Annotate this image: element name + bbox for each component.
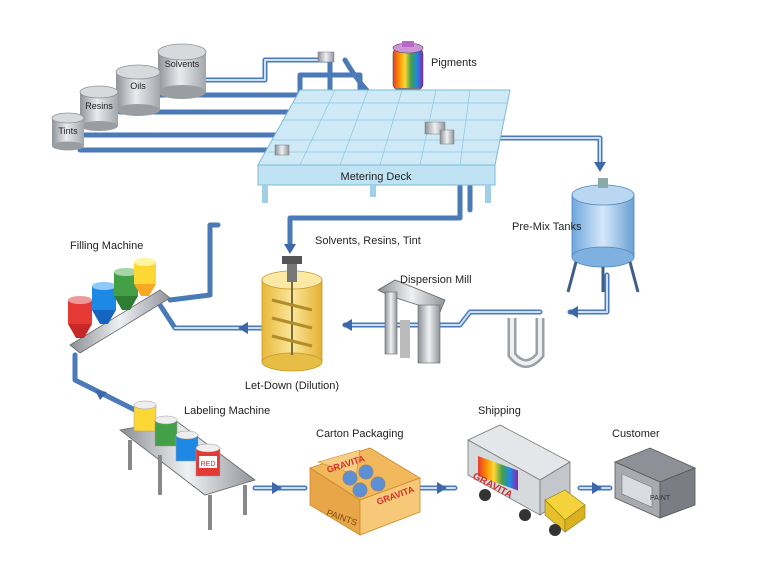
- shipping-label: Shipping: [478, 405, 521, 417]
- can-red: RED: [195, 443, 221, 477]
- arrow-to-shipping: [437, 482, 447, 494]
- can-yellow: [133, 400, 157, 432]
- arrow-to-labeling: [95, 390, 107, 400]
- arrow-to-letdown: [284, 244, 296, 254]
- oils-tank: Oils: [115, 64, 161, 116]
- labeling-machine: Labeling Machine RED: [119, 400, 270, 530]
- carton-packaging-label: Carton Packaging: [316, 428, 403, 440]
- filling-hopper-red: [68, 296, 92, 338]
- metering-deck: Metering Deck: [257, 51, 511, 203]
- customer-store: Customer PAINT: [612, 428, 697, 519]
- storage-tanks: Solvents Oils Resins Tints: [51, 43, 207, 151]
- can-blue: [175, 430, 199, 462]
- tints-label: Tints: [58, 126, 78, 136]
- flow-meter: [507, 318, 545, 368]
- filling-machine-label: Filling Machine: [70, 240, 143, 252]
- can-label: RED: [201, 461, 216, 468]
- can-green: [154, 415, 178, 447]
- arrow-to-premix: [594, 162, 606, 172]
- let-down-label: Let-Down (Dilution): [245, 380, 339, 392]
- oils-label: Oils: [130, 81, 146, 91]
- resins-label: Resins: [85, 101, 113, 111]
- arrow-to-letdown-side: [342, 319, 352, 331]
- filling-hopper-blue: [92, 282, 116, 324]
- pigments-label: Pigments: [431, 57, 477, 69]
- labeling-machine-label: Labeling Machine: [184, 405, 270, 417]
- let-down-tank: Let-Down (Dilution): [245, 256, 339, 392]
- solvents-resins-tint-label: Solvents, Resins, Tint: [315, 235, 421, 247]
- dispersion-mill: Dispersion Mill: [377, 274, 472, 364]
- pigments-tank: Pigments: [392, 41, 477, 98]
- filling-machine: Filling Machine: [68, 240, 171, 354]
- arrow-to-mill: [568, 306, 578, 318]
- arrow-from-letdown: [238, 322, 248, 334]
- filling-hopper-yellow: [134, 258, 156, 296]
- shipping-truck: Shipping GRAVITA: [467, 405, 586, 536]
- pre-mix-tank: Pre-Mix Tanks: [512, 178, 640, 293]
- dispersion-mill-label: Dispersion Mill: [400, 274, 472, 286]
- tints-tank: Tints: [51, 112, 85, 151]
- carton-packaging: Carton Packaging GRAVITA GRAVITA PAINTS: [309, 428, 421, 536]
- customer-label: Customer: [612, 428, 660, 440]
- solvents-tank: Solvents: [157, 43, 207, 99]
- resins-tank: Resins: [79, 85, 119, 131]
- metering-deck-label: Metering Deck: [341, 171, 412, 183]
- arrow-to-customer: [592, 482, 602, 494]
- flow-arrows: [95, 162, 606, 494]
- store-sign: PAINT: [650, 495, 671, 502]
- pre-mix-tanks-label: Pre-Mix Tanks: [512, 221, 582, 233]
- arrow-to-carton: [272, 482, 282, 494]
- solvents-label: Solvents: [165, 59, 200, 69]
